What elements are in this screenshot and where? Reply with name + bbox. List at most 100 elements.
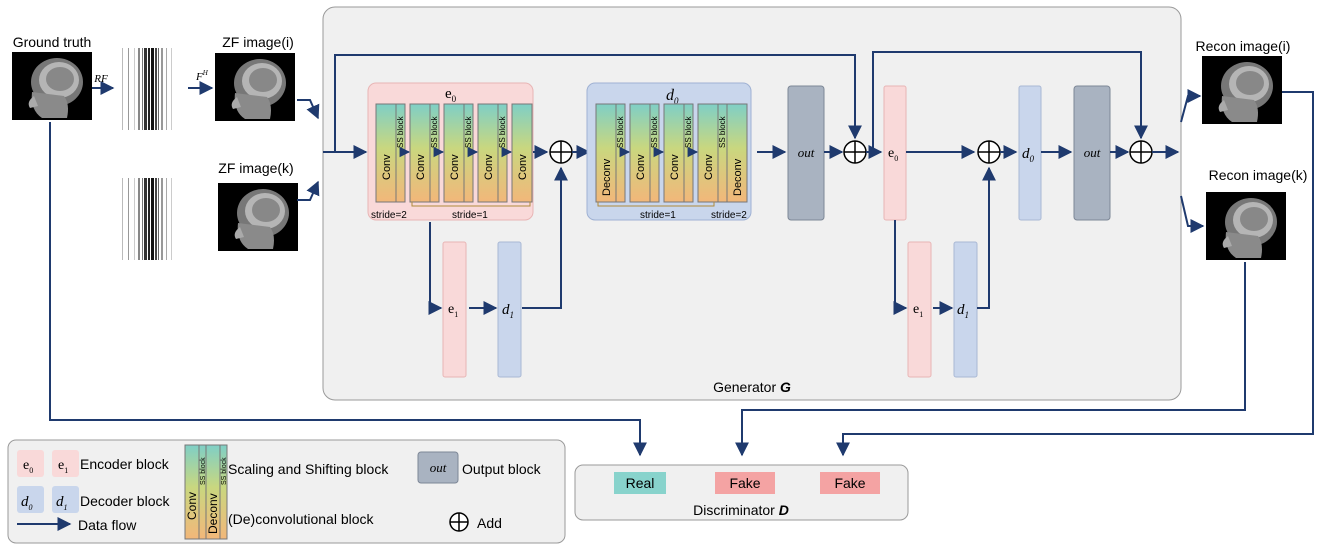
d0-stride1-label: stride=1: [640, 210, 676, 221]
e0-stride-bracket: [411, 202, 531, 207]
legend-deconv-block: Deconv SS block: [205, 444, 228, 540]
svg-text:Deconv: Deconv: [732, 158, 744, 196]
add-node-3: [977, 140, 1001, 164]
d1-block-stage2: [953, 241, 978, 378]
d0-stride2-label: stride=2: [711, 210, 747, 221]
rf-label: RF: [93, 73, 108, 85]
e0b-to-e1b-arrow: [893, 220, 908, 315]
legend-d0-swatch: [17, 486, 44, 513]
d1-block: [497, 241, 522, 378]
d0-ss-block-1: SS block: [615, 103, 626, 203]
d1-block-stage2-label: d1: [957, 302, 969, 320]
fake-label-2: Fake: [834, 475, 865, 491]
skip-connection-2: [872, 51, 1148, 152]
svg-text:Conv: Conv: [703, 154, 715, 180]
svg-text:SS block: SS block: [396, 115, 405, 148]
ground-truth-image: [12, 52, 92, 120]
zf-image-k-label: ZF image(k): [218, 160, 293, 176]
svg-text:SS block: SS block: [200, 457, 207, 485]
svg-text:Conv: Conv: [669, 154, 681, 180]
real-label: Real: [626, 475, 655, 491]
zf-image-i: [215, 53, 295, 121]
svg-text:Conv: Conv: [635, 154, 647, 180]
to-recon-i-arrow: [1180, 89, 1202, 123]
e1-block-stage2-label: e1: [913, 302, 923, 319]
output-block-1-label: out: [798, 145, 815, 160]
recon-image-i: [1202, 56, 1282, 124]
e0-stride1-label: stride=1: [452, 210, 488, 221]
add-node-4: [1129, 140, 1153, 164]
legend-add-label: Add: [477, 515, 502, 531]
e0-stride2-label: stride=2: [371, 210, 407, 221]
svg-text:Conv: Conv: [517, 154, 529, 180]
legend-out-label: out: [430, 460, 447, 475]
legend-conv-block: Conv SS block: [184, 444, 207, 540]
d1-label: d1: [502, 302, 514, 320]
recon-image-k: [1206, 192, 1286, 260]
zf-image-i-label: ZF image(i): [222, 34, 294, 50]
d0-deconv-block-2: Deconv: [726, 103, 748, 203]
legend-decoder-label: Decoder block: [80, 493, 170, 509]
output-block-2-label: out: [1084, 145, 1101, 160]
e0-conv-block-4: Conv: [477, 103, 499, 203]
d1b-to-add3-arrow: [977, 166, 996, 309]
discriminator-title: Discriminator D: [693, 502, 789, 518]
svg-text:Deconv: Deconv: [601, 158, 613, 196]
svg-text:SS block: SS block: [464, 115, 473, 148]
svg-text:SS block: SS block: [616, 115, 625, 148]
skip-connection-1: [334, 54, 862, 152]
fake-box-2: [820, 472, 880, 494]
legend-e1-label: e1: [58, 458, 68, 475]
recon-image-k-label: Recon image(k): [1209, 167, 1308, 183]
e0-to-e1-arrow: [428, 222, 443, 315]
e0-ss-block-2: SS block: [429, 103, 440, 203]
svg-text:SS block: SS block: [430, 115, 439, 148]
e1-block-stage2: [907, 241, 932, 378]
ground-truth-label: Ground truth: [13, 34, 92, 50]
legend-deconv-block-label: (De)convolutional block: [228, 511, 375, 527]
svg-text:Conv: Conv: [483, 154, 495, 180]
legend-e1-swatch: [52, 450, 79, 477]
svg-text:SS block: SS block: [498, 115, 507, 148]
svg-text:SS block: SS block: [221, 457, 228, 485]
recon-k-to-discriminator: [735, 262, 1246, 457]
d0-ss-block-4: SS block: [717, 103, 728, 203]
svg-text:Conv: Conv: [381, 154, 393, 180]
svg-text:Conv: Conv: [415, 154, 427, 180]
e0-ss-block-4: SS block: [497, 103, 508, 203]
zf-image-k: [218, 183, 298, 251]
svg-text:SS block: SS block: [684, 115, 693, 148]
svg-text:SS block: SS block: [650, 115, 659, 148]
zf-i-arrow: [297, 99, 320, 120]
fake-label-1: Fake: [729, 475, 760, 491]
legend-d1-label: d1: [56, 494, 68, 512]
recon-i-to-discriminator: [836, 91, 1314, 457]
legend-data-flow-label: Data flow: [78, 517, 137, 533]
e0-conv-block-2: Conv: [409, 103, 431, 203]
d0-label: d0: [666, 87, 679, 106]
legend-encoder-label: Encoder block: [80, 456, 170, 472]
add-node-2: [843, 140, 867, 164]
d0-block-stage2-label: d0: [1022, 146, 1035, 164]
d0-ss-block-3: SS block: [683, 103, 694, 203]
d0-conv-block-2: Conv: [663, 103, 685, 203]
e0-label: e0: [445, 86, 457, 104]
svg-text:Conv: Conv: [449, 154, 461, 180]
ground-truth-to-discriminator: [49, 122, 647, 457]
sampling-mask-i: [116, 48, 178, 130]
fake-box-1: [715, 472, 775, 494]
sampling-mask-k: [116, 178, 178, 260]
d0-stride-bracket: [597, 202, 715, 207]
real-box: [614, 472, 666, 494]
d0-conv-block-1: Conv: [629, 103, 651, 203]
e0-ss-block-1: SS block: [395, 103, 406, 203]
legend-e0-label: e0: [23, 458, 33, 475]
e0-conv-block-3: Conv: [443, 103, 465, 203]
legend-output-block-label: Output block: [462, 461, 542, 477]
e1-block: [442, 241, 467, 378]
svg-text:Deconv: Deconv: [206, 493, 220, 534]
generator-title: Generator G: [713, 379, 791, 395]
legend-add-icon: [449, 512, 469, 532]
svg-text:Conv: Conv: [185, 492, 199, 520]
add-node-1: [549, 140, 573, 164]
